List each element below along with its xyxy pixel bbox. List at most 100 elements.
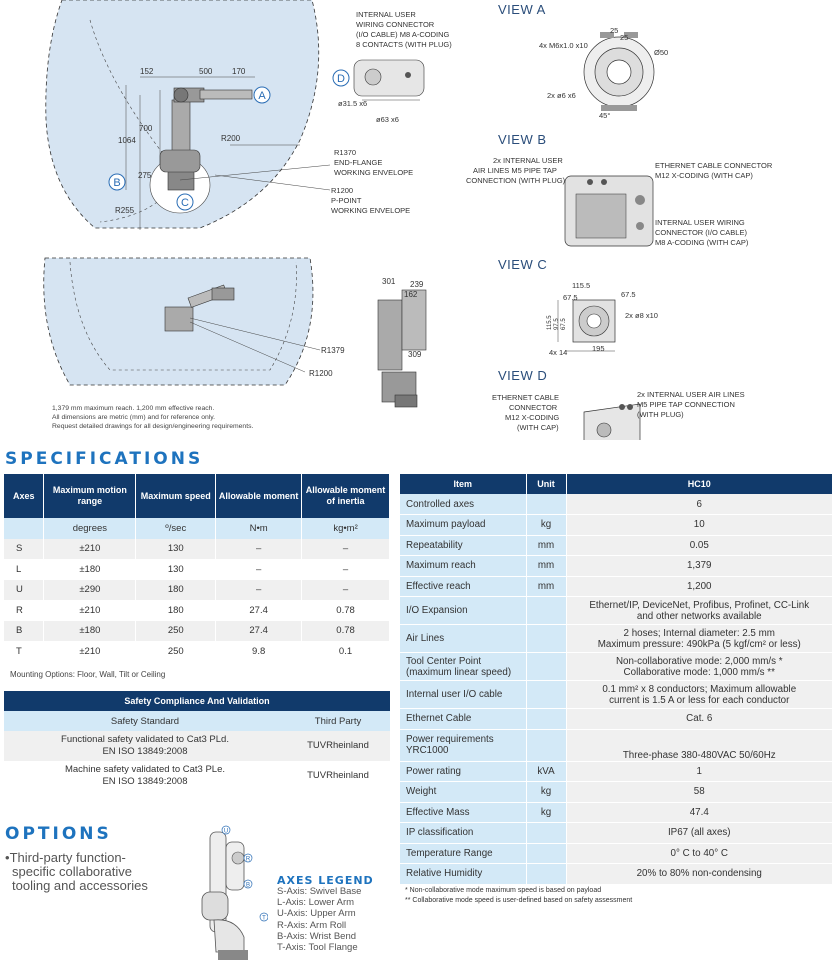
unit-cell [526,652,567,681]
item-cell: Weight [400,781,527,803]
unit-cell: mm [526,576,567,597]
env1-line3: WORKING ENVELOPE [334,168,413,177]
robot-axes-illustration: U R B T [201,825,268,960]
view-c-drawing [557,299,616,352]
item-cell: Maximum payload [400,514,527,536]
item-cell: Ethernet Cable [400,708,527,730]
value-cell: ±290 [43,579,137,600]
legend-item: R-Axis: Arm Roll [277,919,347,931]
safety-title: Safety Compliance And Validation [4,691,390,711]
specifications-heading: SPECIFICATIONS [5,449,204,469]
svg-text:B: B [246,883,250,889]
unit-cell: kg•m² [301,518,390,539]
svg-text:R: R [246,857,251,863]
safety-standard-cell: Machine safety validated to Cat3 PLe.EN … [4,761,286,791]
view-c-115-5: 115.5 [572,281,590,290]
view-d-title: VIEW D [498,368,548,383]
footnotes: * Non-collaborative mode maximum speed i… [405,886,632,906]
legend-item: U-Axis: Upper Arm [277,908,356,920]
main-header-model: HC10 [566,474,833,494]
view-d-eth-1: ETHERNET CABLE [492,393,559,402]
unit-cell: º/sec [135,518,217,539]
item-cell: Controlled axes [400,494,527,515]
view-a-25a: 25 [610,26,618,35]
connector-label-3: (I/O CABLE) M8 A-CODING [356,30,450,39]
view-a-drawing [583,32,655,111]
value-cell: IP67 (all axes) [566,822,833,844]
marker-d: D [332,69,350,87]
connector-label-4: 8 CONTACTS (WITH PLUG) [356,40,452,49]
value-cell: 27.4 [215,600,303,621]
unit-cell: degrees [43,518,137,539]
axis-cell: U [4,579,45,600]
svg-text:T: T [262,916,266,922]
unit-cell: mm [526,555,567,577]
view-d-air-2: M5 PIPE TAP CONNECTION [637,400,735,409]
axes-header-1: Maximum motion range [43,474,137,518]
unit-cell: kg [526,514,567,536]
table-row: Functional safety validated to Cat3 PLd.… [4,731,390,761]
value-cell: ±210 [43,641,137,662]
connector-d-drawing [353,59,425,101]
value-cell: 9.8 [215,641,303,662]
item-cell: Effective reach [400,576,527,597]
view-a-45: 45° [599,111,610,120]
env1-line1: R1370 [334,148,356,157]
robot-marker-u: U [221,825,231,835]
value-cell: 10 [566,514,833,536]
view-a-6: 2x ø6 x6 [547,91,576,100]
value-cell: 0.1 [301,641,390,662]
connector-label-2: WIRING CONNECTOR [356,20,435,29]
unit-cell [526,624,567,653]
axes-legend-title: AXES LEGEND [277,874,374,887]
value-cell: 47.4 [566,802,833,823]
item-cell: IP classification [400,822,527,844]
dim-309: 309 [408,350,422,359]
footnote-1: * Non-collaborative mode maximum speed i… [405,887,602,894]
env2-line3: WORKING ENVELOPE [331,206,410,215]
env2-line1: R1200 [331,186,353,195]
value-cell: – [301,538,390,559]
value-cell: 250 [135,641,217,662]
table-row: Tool Center Point(maximum linear speed)N… [400,652,833,681]
view-a-50: Ø50 [654,48,668,57]
item-cell: Tool Center Point(maximum linear speed) [400,652,527,681]
axis-cell: R [4,600,45,621]
axis-cell: B [4,620,45,641]
dim-239: 239 [410,280,424,289]
axes-header-2: Maximum speed [135,474,217,518]
unit-cell [526,680,567,709]
value-cell: 0.78 [301,620,390,641]
item-cell: Power rating [400,761,527,782]
view-d-eth-4: (WITH CAP) [517,423,559,432]
value-cell: – [301,559,390,580]
safety-table: Safety Compliance And Validation Safety … [4,691,390,791]
footnote-2: ** Collaborative mode speed is user-defi… [405,897,633,904]
safety-header-standard: Safety Standard [4,711,286,731]
view-c-195: 195 [592,344,605,353]
view-b-title: VIEW B [498,132,547,147]
note-3: Request detailed drawings for all design… [52,423,254,430]
value-cell: Three-phase 380-480VAC 50/60Hz [566,729,833,762]
view-c-8: 2x ø8 x10 [625,311,658,320]
value-cell: 130 [135,559,217,580]
view-c-14: 4x 14 [549,348,567,357]
legend-item: L-Axis: Lower Arm [277,897,355,909]
svg-text:B: B [113,177,120,189]
view-b-drawing [564,175,654,247]
value-cell: 0.1 mm² x 8 conductors; Maximum allowabl… [566,680,833,709]
safety-standard-cell: Functional safety validated to Cat3 PLd.… [4,731,286,761]
value-cell: 58 [566,781,833,803]
value-cell: – [215,579,303,600]
dim-r255: R255 [115,206,135,215]
unit-cell [526,708,567,730]
